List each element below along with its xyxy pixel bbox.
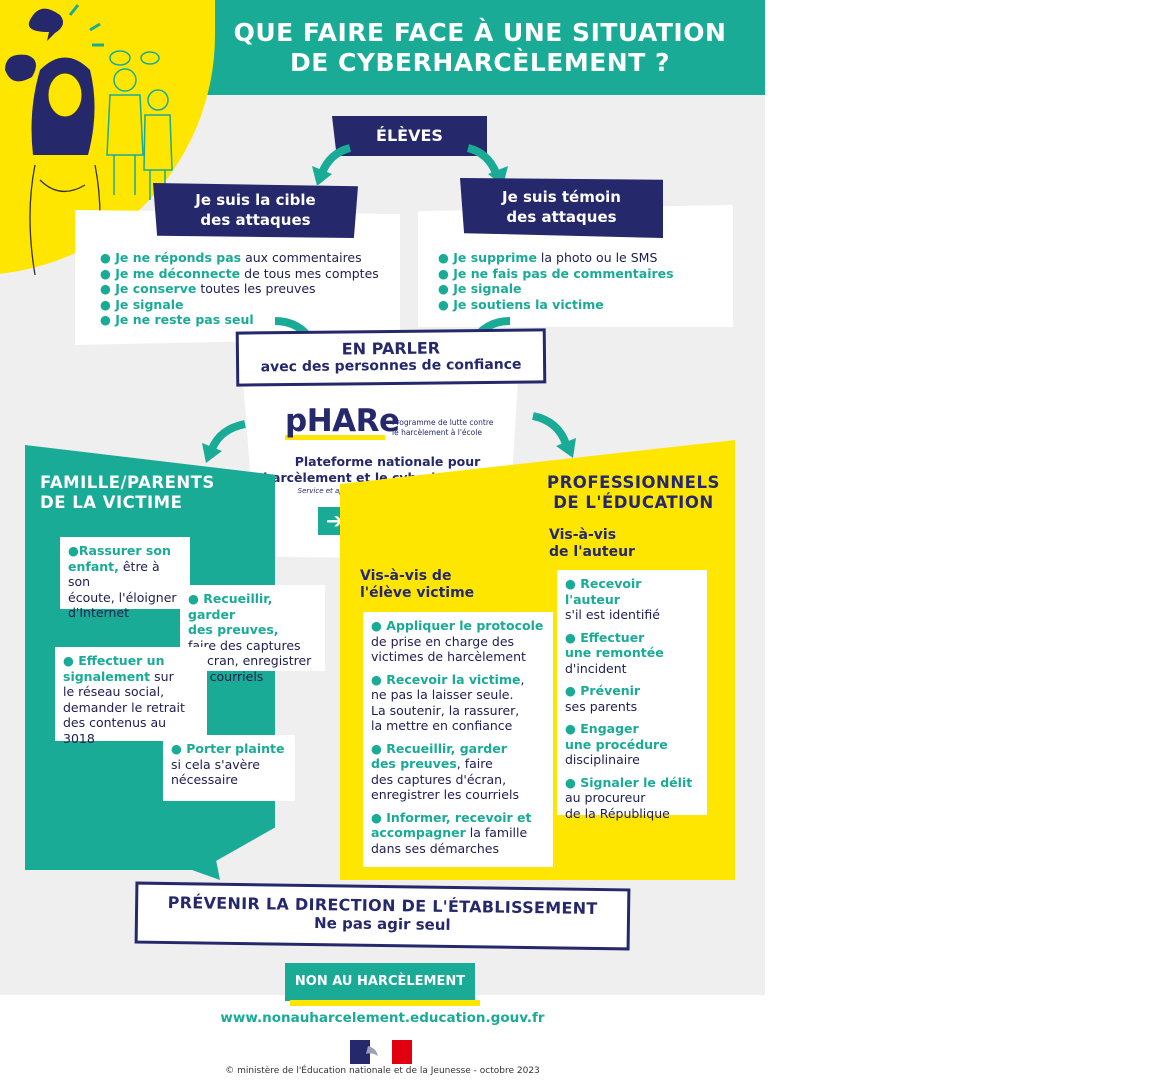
speech-bubble-icon [140,51,160,65]
person-body [106,94,144,195]
eleves-box: ÉLÈVES [332,116,487,156]
famille-card-rassurer: ●Rassurer son enfant, être à son écoute,… [60,537,190,620]
list-item: ● Je signale [100,296,184,312]
list-item: ● Je signale [438,281,522,296]
arrow-to-famille-icon [202,420,246,463]
phare-description: Programme de lutte contre le harcèlement… [392,418,494,437]
temoin-title-line-2: des attaques [506,208,617,226]
victime-subtitle: Vis-à-vis de l'élève victime [360,568,475,601]
page-title: QUE FAIRE FACE À UNE SITUATION DE CYBERH… [230,18,730,78]
auteur-card: ● Recevoir l'auteur s'il est identifié ●… [557,570,707,821]
non-au-harcelement-badge: NON AU HARCÈLEMENT [285,963,475,1001]
girl-face [47,72,83,118]
exclamation-icon [68,4,104,47]
pros-title: PROFESSIONNELS DE L'ÉDUCATION [547,473,720,512]
temoin-header: Je suis témoin des attaques [460,178,663,238]
arrow-right-icon: ➔ [326,509,344,533]
speech-bubble-icon [5,54,36,82]
list-item: ● Je supprime la photo ou le SMS [438,250,658,265]
title-line-2: DE CYBERHARCÈLEMENT ? [290,48,670,77]
cible-list: ● Je ne réponds pas aux commentaires ● J… [100,250,379,328]
list-item: ● Je conserve toutes les preuves [100,281,316,296]
title-banner [190,0,765,95]
temoin-list: ● Je supprime la photo ou le SMS ● Je ne… [438,250,674,312]
list-item: ● Je soutiens la victime [438,296,604,312]
speech-bubble-icon [109,50,131,66]
title-line-1: QUE FAIRE FACE À UNE SITUATION [233,18,727,47]
en-parler-subtitle: avec des personnes de confiance [260,356,522,376]
list-item: ● Je me déconnecte de tous mes comptes [100,265,379,281]
republique-francaise-logo [350,1040,412,1064]
cible-title-line-2: des attaques [200,211,311,229]
list-item: ● Je ne fais pas de commentaires [438,265,674,281]
eleves-label: ÉLÈVES [376,126,443,145]
arrow-to-pros-icon [532,412,576,458]
famille-card-signalement: ● Effectuer un signalement sur le réseau… [55,647,207,746]
list-item: ● Je ne reste pas seul [100,312,254,327]
cible-title-line-1: Je suis la cible [195,191,316,209]
speech-bubble-icon [28,8,64,42]
cible-header: Je suis la cible des attaques [153,183,358,238]
famille-title: FAMILLE/PARENTS DE LA VICTIME [40,473,215,512]
en-parler-box: EN PARLER avec des personnes de confianc… [235,328,547,387]
person-head [113,68,137,92]
victime-card: ● Appliquer le protocole de prise en cha… [363,612,553,867]
famille-card-plainte: ● Porter plainte si cela s'avère nécessa… [163,735,295,801]
poster: QUE FAIRE FACE À UNE SITUATION DE CYBERH… [0,0,765,1076]
website-link[interactable]: www.nonauharcelement.education.gouv.fr [220,1010,545,1026]
list-item: ● Je ne réponds pas aux commentaires [100,250,362,265]
prevenir-box: PRÉVENIR LA DIRECTION DE L'ÉTABLISSEMENT… [134,881,631,951]
phare-logo: pHARe [285,403,400,440]
yellow-underline [290,1000,480,1006]
temoin-title-line-1: Je suis témoin [502,188,621,206]
auteur-subtitle: Vis-à-vis de l'auteur [549,527,635,560]
people-illustration [5,4,173,275]
person-head [147,89,169,111]
copyright: © ministère de l'Éducation nationale et … [225,1066,540,1076]
arrow-to-cible-icon [312,144,352,185]
arrow-to-prevenir-icon [184,829,220,880]
